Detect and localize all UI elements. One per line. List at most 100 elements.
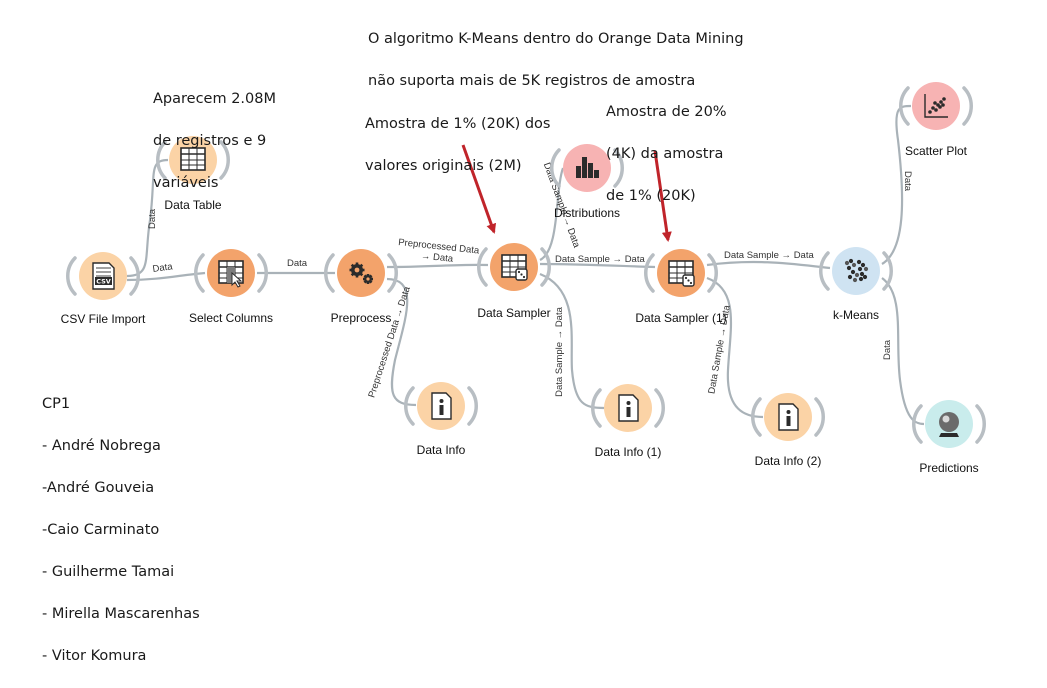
input-port[interactable] xyxy=(194,253,205,293)
widget-circle[interactable] xyxy=(912,82,960,130)
link-data-sampler-to-data-info-1[interactable] xyxy=(539,272,605,410)
link-data-sampler-1-to-kmeans[interactable] xyxy=(706,260,831,270)
bar-chart-icon xyxy=(576,157,599,178)
input-port[interactable] xyxy=(324,253,335,293)
team-note-line: - André Nobrega xyxy=(42,438,161,454)
annotation-arrow-sample2 xyxy=(653,150,672,242)
output-port[interactable] xyxy=(387,253,398,293)
input-port[interactable] xyxy=(477,247,488,287)
input-port[interactable] xyxy=(591,388,602,428)
svg-text:CSV: CSV xyxy=(96,278,111,286)
sample1-note-line: valores originais (2M) xyxy=(365,158,522,174)
nodes-layer: CSV xyxy=(66,82,986,448)
sampler-dice-icon xyxy=(501,254,528,281)
kmeans-label: k-Means xyxy=(832,308,880,322)
select-columns-widget[interactable] xyxy=(194,249,268,297)
link-label: Data xyxy=(147,208,158,229)
scatter-plot-label: Scatter Plot xyxy=(904,144,968,158)
output-port[interactable] xyxy=(219,140,230,180)
output-port[interactable] xyxy=(129,256,140,296)
link-csv-file-import-to-select-columns[interactable] xyxy=(126,271,206,282)
output-port[interactable] xyxy=(882,251,893,291)
data-sampler-label: Data Sampler xyxy=(477,306,551,320)
link-data-sampler-1-to-data-info-2[interactable] xyxy=(706,276,764,419)
data-sampler-widget[interactable] xyxy=(477,243,551,291)
link-label: Data xyxy=(287,258,308,269)
csv-file-import-widget[interactable]: CSV xyxy=(66,252,140,300)
link-label: Preprocessed Data → Data xyxy=(366,285,413,400)
data-table-note-line: de registros e 9 xyxy=(153,133,267,149)
link-label: Data Sample → Data xyxy=(724,250,814,261)
header-note: O algoritmo K-Means dentro do Orange Dat… xyxy=(368,8,744,113)
annotation-arrows xyxy=(461,144,672,242)
sample2-note: Amostra de 20% (4K) da amostra de 1% (20… xyxy=(606,81,727,228)
team-note: CP1 - André Nobrega -André Gouveia -Caio… xyxy=(42,373,200,688)
kmeans-scatter-icon xyxy=(844,258,869,283)
preprocess-label: Preprocess xyxy=(330,311,392,325)
data-sampler-1-widget[interactable] xyxy=(644,249,718,297)
link-label: Data Sample → Data xyxy=(554,306,565,396)
output-port[interactable] xyxy=(975,404,986,444)
input-port[interactable] xyxy=(644,253,655,293)
team-note-line: -André Gouveia xyxy=(42,480,155,496)
distributions-label: Distributions xyxy=(553,206,621,220)
data-info-widget[interactable] xyxy=(404,382,478,430)
table-icon xyxy=(180,147,206,171)
link-label: Data xyxy=(882,339,893,360)
input-port[interactable] xyxy=(404,386,415,426)
output-port[interactable] xyxy=(654,388,665,428)
info-icon xyxy=(618,394,639,422)
data-table-label: Data Table xyxy=(164,198,222,212)
info-icon xyxy=(778,403,799,431)
output-port[interactable] xyxy=(707,253,718,293)
info-icon xyxy=(431,392,452,420)
link-data-sampler-to-data-sampler-1[interactable] xyxy=(539,262,656,269)
csv-file-icon: CSV xyxy=(92,262,115,290)
kmeans-widget[interactable] xyxy=(819,247,893,295)
input-port[interactable] xyxy=(819,251,830,291)
link-label: Preprocessed Data→ Data xyxy=(397,237,481,267)
data-info-label: Data Info xyxy=(416,443,466,457)
output-port[interactable] xyxy=(540,247,551,287)
scatter-plot-widget[interactable] xyxy=(899,82,973,130)
select-columns-label: Select Columns xyxy=(188,311,274,325)
input-port[interactable] xyxy=(912,404,923,444)
team-note-line: - Mirella Mascarenhas xyxy=(42,606,200,622)
input-port[interactable] xyxy=(751,397,762,437)
team-note-line: CP1 xyxy=(42,396,71,412)
data-info-2-label: Data Info (2) xyxy=(754,454,822,468)
sample2-note-line: (4K) da amostra xyxy=(606,146,724,162)
link-preprocess-to-data-sampler[interactable] xyxy=(386,263,489,269)
output-port[interactable] xyxy=(962,86,973,126)
input-port[interactable] xyxy=(66,256,77,296)
distributions-widget[interactable] xyxy=(550,144,624,192)
widget-circle[interactable] xyxy=(832,247,880,295)
output-port[interactable] xyxy=(613,148,624,188)
predictions-widget[interactable] xyxy=(912,400,986,448)
sample2-note-line: de 1% (20K) xyxy=(606,188,696,204)
preprocess-widget[interactable] xyxy=(324,249,398,297)
input-port[interactable] xyxy=(156,140,167,180)
output-port[interactable] xyxy=(257,253,268,293)
data-table-widget[interactable] xyxy=(156,136,230,184)
link-preprocess-to-data-info[interactable] xyxy=(386,277,417,407)
data-info-2-widget[interactable] xyxy=(751,393,825,441)
output-port[interactable] xyxy=(814,397,825,437)
header-note-line: não suporta mais de 5K registros de amos… xyxy=(368,73,696,89)
link-label: Data xyxy=(902,171,913,192)
input-port[interactable] xyxy=(550,148,561,188)
sample2-note-line: Amostra de 20% xyxy=(606,104,727,120)
input-port[interactable] xyxy=(899,86,910,126)
data-info-1-widget[interactable] xyxy=(591,384,665,432)
data-table-note-line: Aparecem 2.08M xyxy=(153,91,276,107)
sampler-dice-icon xyxy=(668,260,695,287)
data-info-1-label: Data Info (1) xyxy=(594,445,662,459)
team-note-line: - Guilherme Tamai xyxy=(42,564,175,580)
team-note-line: -Caio Carminato xyxy=(42,522,160,538)
output-port[interactable] xyxy=(467,386,478,426)
annotation-arrow-sample1 xyxy=(461,144,497,234)
link-label: Data xyxy=(152,261,174,275)
sample1-note: Amostra de 1% (20K) dos valores originai… xyxy=(365,93,550,198)
csv-file-import-label: CSV File Import xyxy=(60,312,146,326)
